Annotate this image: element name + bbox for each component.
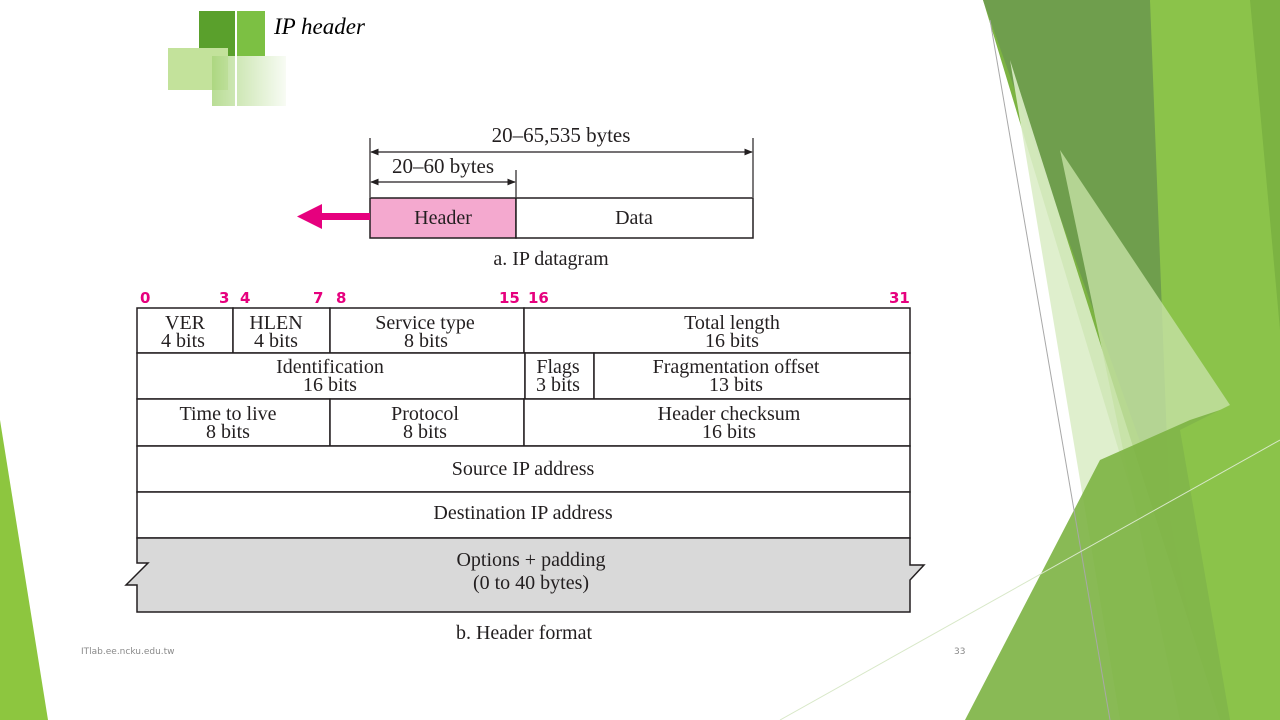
field-label: Service type xyxy=(375,312,475,334)
bit-15: 15 xyxy=(499,289,520,307)
field-label: 16 bits xyxy=(702,421,756,443)
bit-31: 31 xyxy=(889,289,910,307)
field-label: Protocol xyxy=(391,403,459,425)
datagram-caption: a. IP datagram xyxy=(493,248,609,270)
slide-title: IP header xyxy=(274,14,365,39)
field-fragmentation-offset xyxy=(593,352,911,400)
field-label: Destination IP address xyxy=(433,502,612,524)
header-box-label: Header xyxy=(414,207,472,229)
field-source-ip xyxy=(136,445,911,493)
bit-7: 7 xyxy=(313,289,323,307)
field-protocol xyxy=(329,398,525,447)
field-label: HLEN xyxy=(249,312,302,334)
field-label: 16 bits xyxy=(705,330,759,352)
bit-3: 3 xyxy=(219,289,229,307)
field-label: VER xyxy=(165,312,206,334)
bit-4: 4 xyxy=(240,289,250,307)
header-box xyxy=(369,197,517,239)
field-label: Time to live xyxy=(179,403,276,425)
field-label: 4 bits xyxy=(254,330,298,352)
field-label: Flags xyxy=(536,356,580,378)
field-label: Fragmentation offset xyxy=(653,356,820,378)
field-label: 13 bits xyxy=(709,374,763,396)
field-time-to-live xyxy=(136,398,331,447)
format-caption: b. Header format xyxy=(456,622,592,644)
header-format: 0 3 4 7 8 15 16 31 VER 4 bits HLEN 4 bit… xyxy=(124,289,926,644)
bit-8: 8 xyxy=(336,289,346,307)
field-label: (0 to 40 bytes) xyxy=(473,572,589,594)
field-label: 8 bits xyxy=(206,421,250,443)
field-label: Source IP address xyxy=(452,458,595,480)
field-label: 8 bits xyxy=(404,330,448,352)
field-label: Total length xyxy=(684,312,780,334)
field-label: Header checksum xyxy=(658,403,801,425)
field-destination-ip xyxy=(136,491,911,539)
data-box-label: Data xyxy=(615,207,653,229)
bit-0: 0 xyxy=(140,289,150,307)
field-label: Identification xyxy=(276,356,384,378)
field-label: 3 bits xyxy=(536,374,580,396)
field-total-length xyxy=(523,307,911,354)
field-label: 4 bits xyxy=(161,330,205,352)
field-hlen xyxy=(232,307,331,354)
bit-16: 16 xyxy=(528,289,549,307)
field-label: 8 bits xyxy=(403,421,447,443)
field-ver xyxy=(136,307,234,354)
header-length-label: 20–60 bytes xyxy=(392,154,494,178)
total-length-label: 20–65,535 bytes xyxy=(492,123,631,147)
field-service-type xyxy=(329,307,525,354)
field-options-padding xyxy=(124,537,926,613)
footer-website: ITlab.ee.ncku.edu.tw xyxy=(81,647,175,657)
header-expand-arrow-icon xyxy=(297,204,370,229)
ip-datagram: 20–65,535 bytes 20–60 bytes Header Data … xyxy=(297,123,754,270)
field-label: Options + padding xyxy=(456,549,605,571)
page-number: 33 xyxy=(954,647,966,657)
data-box xyxy=(515,197,754,239)
field-label: 16 bits xyxy=(303,374,357,396)
